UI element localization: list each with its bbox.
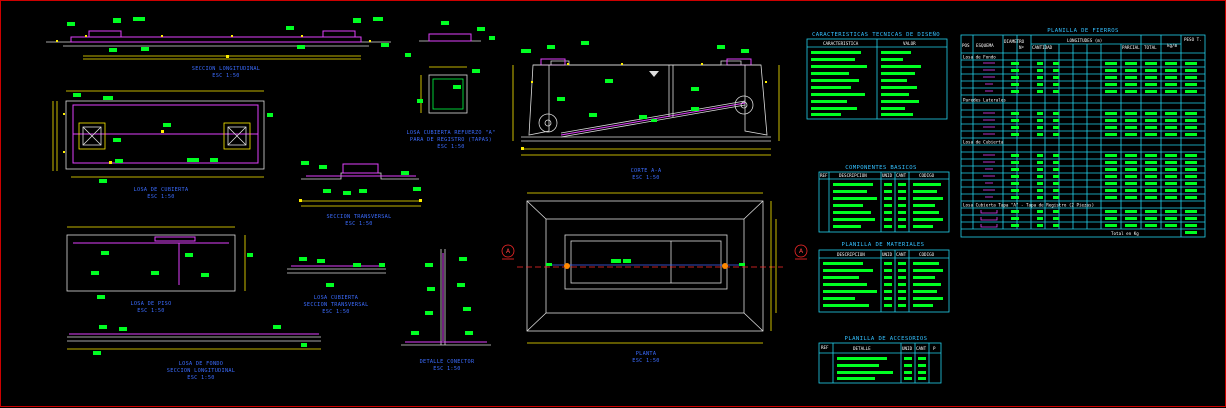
section-marker-right: A (799, 248, 804, 255)
losa-de-piso-scale: ESC 1:50 (137, 308, 164, 314)
view-losa-de-piso: LOSA DE PISO ESC 1:50 (66, 226, 253, 314)
fierros-footer: Total en Kg (1111, 231, 1139, 236)
seccion-longitudinal-scale: ESC 1:50 (212, 73, 239, 79)
componentes-title: COMPONENTES BASICOS (845, 165, 917, 171)
losa-de-fondo-title: LOSA DE FONDO (179, 361, 224, 367)
accesorios-header-0: REF (821, 345, 829, 350)
fierros-header-3: Nº (1019, 45, 1025, 50)
fierros-title: PLANILLA DE FIERROS (1047, 28, 1119, 34)
planta-title: PLANTA (636, 351, 657, 357)
table-caracteristicas: CARACTERISTICAS TECNICAS DE DISEÑO CARAC… (806, 31, 948, 120)
fierros-header-8: kg/m (1167, 43, 1178, 48)
section-marker-left: A (506, 248, 511, 255)
accesorios-header-3: CANT (916, 346, 927, 351)
fierros-schemes (980, 62, 998, 228)
accesorios-title: PLANILLA DE ACCESORIOS (845, 336, 928, 342)
losa-cubierta-sec-scale: ESC 1:50 (322, 309, 349, 315)
componentes-header-2: UNID (882, 173, 893, 178)
fierros-header-1: ESQUEMA (976, 43, 994, 48)
detalle-conector-scale: ESC 1:50 (433, 366, 460, 372)
table-materiales: PLANILLA DE MATERIALES DESCRIPCION UNID … (818, 242, 950, 313)
view-corte-a-a: CORTE A-A ESC 1:50 (512, 41, 780, 181)
losa-de-fondo-scale: ESC 1:50 (187, 375, 214, 381)
materiales-header-1: UNID (882, 252, 893, 257)
materiales-header-0: DESCRIPCION (837, 252, 865, 257)
losa-cubierta-refuerzo-subtitle: PARA DE REGISTRO (TAPAS) (410, 137, 492, 143)
fierros-header-9: PESO T. (1184, 37, 1202, 42)
caracteristicas-header-1: VALOR (903, 41, 916, 46)
accesorios-header-2: UNID (902, 346, 913, 351)
fierros-row-fills (1011, 62, 1197, 234)
view-seccion-longitudinal: SECCION LONGITUDINAL ESC 1:50 (46, 17, 391, 79)
corte-a-a-scale: ESC 1:50 (632, 175, 659, 181)
seccion-transversal-title: SECCION TRANSVERSAL (326, 214, 391, 220)
view-losa-cubierta: LOSA DE CUBIERTA ESC 1:50 (52, 90, 273, 200)
componentes-header-1: DESCRIPCION (839, 173, 867, 178)
accesorios-header-4: P (933, 346, 936, 351)
losa-cubierta-scale: ESC 1:50 (147, 194, 174, 200)
fierros-group-3: Losa Cubierta Tapa "A" - Tapa de Registr… (963, 203, 1094, 208)
view-planta: A A PLANTA ESC 1:50 (501, 192, 808, 364)
planta-scale: ESC 1:50 (632, 358, 659, 364)
fierros-group-1: Paredes Laterales (963, 98, 1006, 103)
fierros-header-2: DIAMETRO (1004, 39, 1025, 44)
fierros-header-0: POS (962, 43, 970, 48)
table-componentes: COMPONENTES BASICOS REF DESCRIPCION UNID… (818, 165, 950, 233)
seccion-longitudinal-title: SECCION LONGITUDINAL (192, 66, 260, 72)
componentes-header-0: REF (820, 173, 828, 178)
fierros-header-5: LONGITUDES (m) (1067, 38, 1102, 43)
accesorios-header-1: DETALLE (853, 346, 871, 351)
losa-cubierta-title: LOSA DE CUBIERTA (134, 187, 189, 193)
corte-a-a-title: CORTE A-A (631, 168, 662, 174)
fierros-group-2: Losa de Cubierta (963, 140, 1004, 145)
table-fierros: PLANILLA DE FIERROS POS ESQUEMA DIAMETRO… (960, 28, 1206, 238)
losa-cubierta-sec-subtitle: SECCION TRANSVERSAL (303, 302, 368, 308)
losa-cubierta-refuerzo-scale: ESC 1:50 (437, 144, 464, 150)
fierros-group-0: Losa de Fondo (963, 55, 996, 60)
materiales-header-2: CANT (896, 252, 907, 257)
fierros-header-6: PARCIAL (1122, 45, 1140, 50)
table-accesorios: PLANILLA DE ACCESORIOS REF DETALLE UNID … (818, 336, 942, 384)
view-losa-cubierta-refuerzo-a: LOSA CUBIERTA REFUERZO "A" PARA DE REGIS… (405, 21, 495, 150)
view-detalle-conector: DETALLE CONECTOR ESC 1:50 (401, 249, 491, 372)
fierros-header-7: TOTAL (1144, 45, 1157, 50)
view-seccion-transversal: SECCION TRANSVERSAL ESC 1:50 (299, 161, 422, 227)
componentes-header-3: CANT (896, 173, 907, 178)
losa-cubierta-sec-title: LOSA CUBIERTA (314, 295, 359, 301)
losa-de-piso-title: LOSA DE PISO (130, 301, 171, 307)
losa-cubierta-refuerzo-title: LOSA CUBIERTA REFUERZO "A" (406, 130, 495, 136)
materiales-title: PLANILLA DE MATERIALES (842, 242, 925, 248)
detalle-conector-title: DETALLE CONECTOR (420, 359, 475, 365)
losa-de-fondo-subtitle: SECCION LONGITUDINAL (167, 368, 235, 374)
seccion-transversal-scale: ESC 1:50 (345, 221, 372, 227)
caracteristicas-header-0: CARACTERISTICA (823, 41, 859, 46)
caracteristicas-title: CARACTERISTICAS TECNICAS DE DISEÑO (812, 31, 940, 38)
view-losa-cubierta-seccion: LOSA CUBIERTA SECCION TRANSVERSAL ESC 1:… (287, 257, 386, 315)
view-losa-de-fondo: LOSA DE FONDO SECCION LONGITUDINAL ESC 1… (67, 325, 321, 381)
fierros-header-4: CANTIDAD (1032, 45, 1053, 50)
componentes-header-4: CODIGO (919, 173, 935, 178)
materiales-header-3: CODIGO (919, 252, 935, 257)
